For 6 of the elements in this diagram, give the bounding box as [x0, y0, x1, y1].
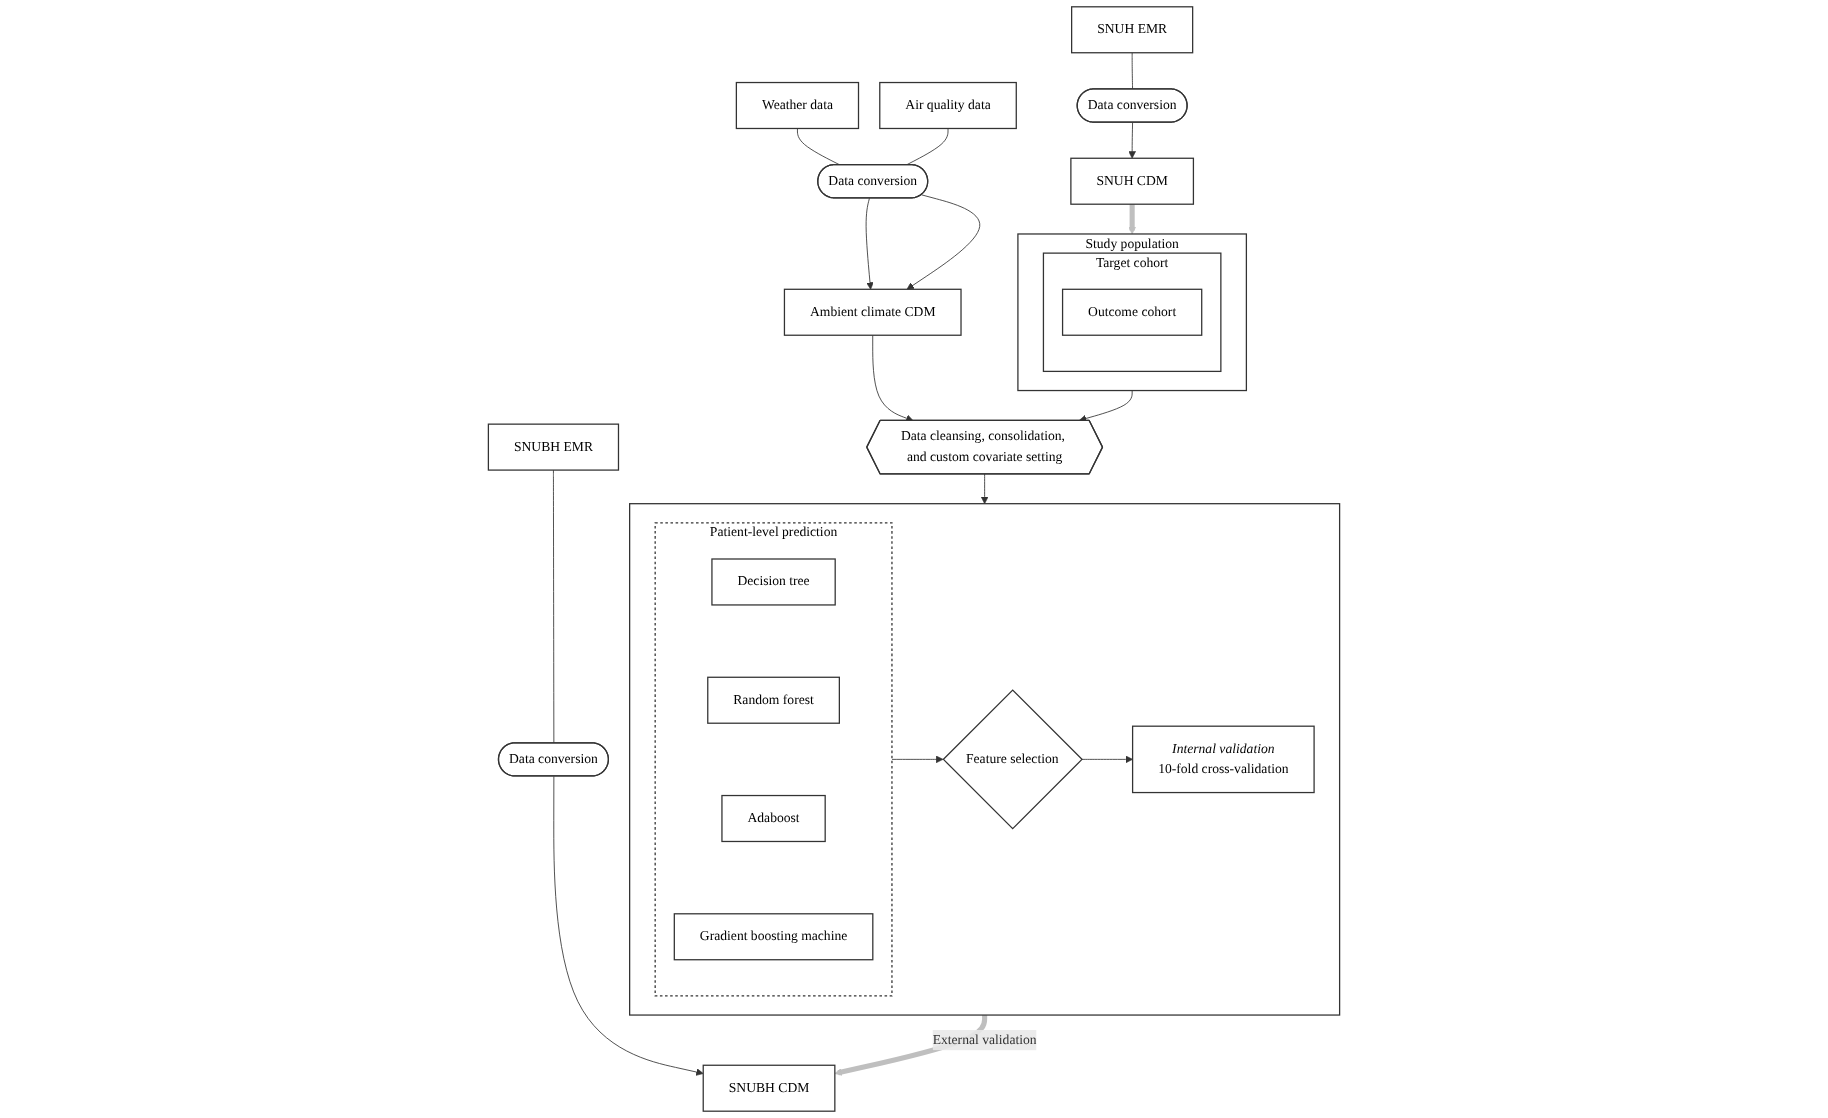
- arrow: [1128, 204, 1136, 235]
- connector: [905, 128, 949, 166]
- connector: [797, 128, 841, 166]
- cluster: [629, 503, 1341, 1016]
- connector: [1131, 52, 1133, 90]
- connector: [553, 469, 555, 744]
